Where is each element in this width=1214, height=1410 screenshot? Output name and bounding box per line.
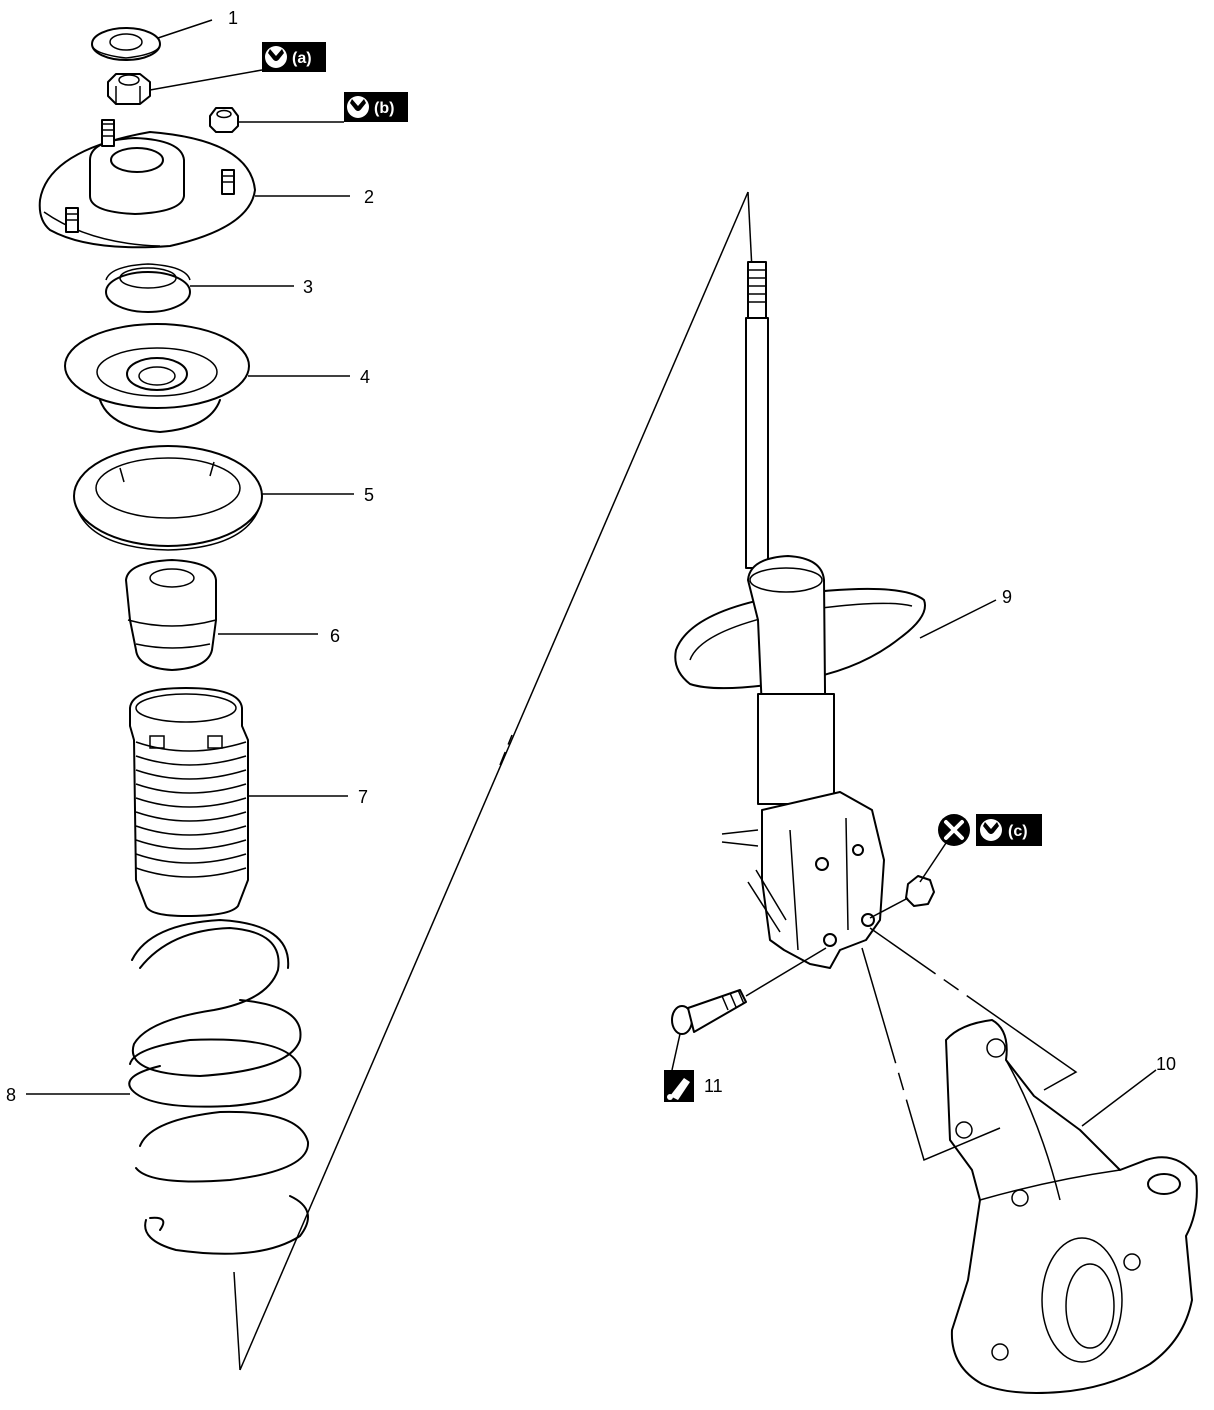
nut-b bbox=[209, 107, 239, 133]
part-4-upper-seat bbox=[64, 323, 250, 433]
torque-badge-c: (c) bbox=[938, 814, 1042, 846]
wrench-icon bbox=[980, 819, 1002, 841]
callout-5: 5 bbox=[364, 485, 374, 505]
badge-c-label: (c) bbox=[1008, 823, 1028, 840]
callout-11: 11 bbox=[704, 1076, 723, 1096]
callout-8: 8 bbox=[6, 1085, 16, 1105]
callout-3: 3 bbox=[303, 277, 313, 297]
part-6-bump-stop bbox=[125, 559, 217, 671]
callout-9: 9 bbox=[1002, 587, 1012, 607]
callout-10: 10 bbox=[1156, 1054, 1176, 1074]
nut-a bbox=[107, 73, 151, 105]
badge-a-label: (a) bbox=[292, 50, 312, 67]
leader-lines bbox=[26, 19, 1157, 1127]
torque-badge-b: (b) bbox=[344, 92, 408, 122]
part-5-insulator bbox=[73, 445, 263, 551]
sealant-icon bbox=[664, 1070, 694, 1102]
callout-7: 7 bbox=[358, 787, 368, 807]
part-11-bolt bbox=[671, 947, 827, 1035]
do-not-reuse-icon bbox=[938, 814, 970, 846]
callout-6: 6 bbox=[330, 626, 340, 646]
callout-4: 4 bbox=[360, 367, 370, 387]
part-3-bearing bbox=[105, 263, 191, 313]
part-2-strut-mount bbox=[38, 119, 256, 249]
wrench-icon bbox=[265, 46, 287, 68]
part-1-washer bbox=[91, 27, 161, 61]
callout-2: 2 bbox=[364, 187, 374, 207]
part-9-strut bbox=[674, 261, 935, 969]
callout-1: 1 bbox=[228, 8, 238, 28]
badge-b-label: (b) bbox=[374, 100, 394, 117]
wrench-icon bbox=[347, 96, 369, 118]
part-10-knuckle bbox=[861, 927, 1198, 1394]
part-7-dust-boot bbox=[129, 687, 249, 917]
part-8-coil-spring bbox=[128, 919, 310, 1255]
torque-badge-a: (a) bbox=[262, 42, 326, 72]
callout-labels: 1 2 3 4 5 6 7 8 9 10 11 bbox=[6, 8, 1176, 1105]
assembly-guide-lines bbox=[233, 191, 753, 1371]
